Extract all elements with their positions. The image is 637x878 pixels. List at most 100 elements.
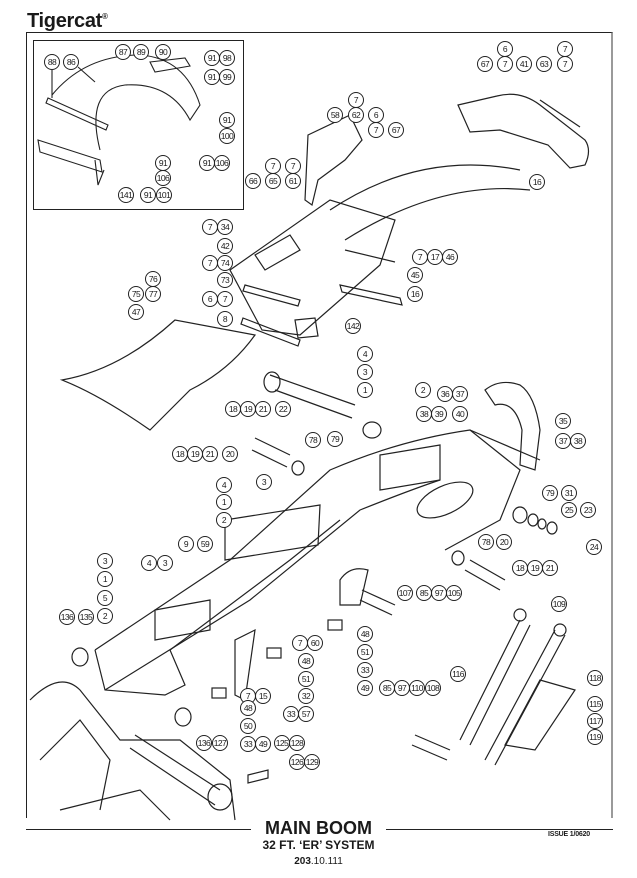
inset-callout[interactable]: 91: [204, 50, 220, 66]
part-callout[interactable]: 23: [580, 502, 596, 518]
part-callout[interactable]: 97: [394, 680, 410, 696]
part-callout[interactable]: 18: [225, 401, 241, 417]
part-callout[interactable]: 7: [292, 635, 308, 651]
part-callout[interactable]: 39: [431, 406, 447, 422]
inset-callout[interactable]: 87: [115, 44, 131, 60]
part-callout[interactable]: 8: [217, 311, 233, 327]
part-callout[interactable]: 5: [97, 590, 113, 606]
inset-callout[interactable]: 91: [199, 155, 215, 171]
part-callout[interactable]: 7: [265, 158, 281, 174]
part-callout[interactable]: 48: [357, 626, 373, 642]
inset-callout[interactable]: 88: [44, 54, 60, 70]
part-callout[interactable]: 37: [555, 433, 571, 449]
part-callout[interactable]: 63: [536, 56, 552, 72]
part-callout[interactable]: 128: [289, 735, 305, 751]
part-callout[interactable]: 59: [197, 536, 213, 552]
part-callout[interactable]: 16: [407, 286, 423, 302]
part-callout[interactable]: 62: [348, 107, 364, 123]
part-callout[interactable]: 1: [97, 571, 113, 587]
part-callout[interactable]: 116: [450, 666, 466, 682]
part-callout[interactable]: 38: [570, 433, 586, 449]
part-callout[interactable]: 7: [368, 122, 384, 138]
part-callout[interactable]: 3: [256, 474, 272, 490]
part-callout[interactable]: 76: [145, 271, 161, 287]
part-callout[interactable]: 21: [202, 446, 218, 462]
part-callout[interactable]: 78: [478, 534, 494, 550]
part-callout[interactable]: 21: [542, 560, 558, 576]
inset-callout[interactable]: 106: [214, 155, 230, 171]
part-callout[interactable]: 77: [145, 286, 161, 302]
part-callout[interactable]: 4: [357, 346, 373, 362]
part-callout[interactable]: 6: [202, 291, 218, 307]
part-callout[interactable]: 50: [240, 718, 256, 734]
inset-callout[interactable]: 91: [140, 187, 156, 203]
part-callout[interactable]: 109: [551, 596, 567, 612]
part-callout[interactable]: 118: [587, 670, 603, 686]
part-callout[interactable]: 31: [561, 485, 577, 501]
part-callout[interactable]: 105: [446, 585, 462, 601]
part-callout[interactable]: 48: [298, 653, 314, 669]
part-callout[interactable]: 49: [357, 680, 373, 696]
part-callout[interactable]: 61: [285, 173, 301, 189]
part-callout[interactable]: 7: [557, 56, 573, 72]
part-callout[interactable]: 19: [240, 401, 256, 417]
part-callout[interactable]: 119: [587, 729, 603, 745]
part-callout[interactable]: 7: [557, 41, 573, 57]
part-callout[interactable]: 7: [285, 158, 301, 174]
part-callout[interactable]: 110: [409, 680, 425, 696]
inset-callout[interactable]: 100: [219, 128, 235, 144]
part-callout[interactable]: 58: [327, 107, 343, 123]
part-callout[interactable]: 42: [217, 238, 233, 254]
inset-callout[interactable]: 99: [219, 69, 235, 85]
part-callout[interactable]: 7: [497, 56, 513, 72]
part-callout[interactable]: 34: [217, 219, 233, 235]
part-callout[interactable]: 67: [388, 122, 404, 138]
inset-callout[interactable]: 141: [118, 187, 134, 203]
part-callout[interactable]: 25: [561, 502, 577, 518]
part-callout[interactable]: 33: [240, 736, 256, 752]
inset-callout[interactable]: 98: [219, 50, 235, 66]
part-callout[interactable]: 60: [307, 635, 323, 651]
part-callout[interactable]: 117: [587, 713, 603, 729]
inset-callout[interactable]: 91: [219, 112, 235, 128]
part-callout[interactable]: 126: [289, 754, 305, 770]
part-callout[interactable]: 41: [516, 56, 532, 72]
part-callout[interactable]: 3: [357, 364, 373, 380]
part-callout[interactable]: 142: [345, 318, 361, 334]
part-callout[interactable]: 7: [348, 92, 364, 108]
part-callout[interactable]: 48: [240, 700, 256, 716]
part-callout[interactable]: 97: [431, 585, 447, 601]
part-callout[interactable]: 136: [59, 609, 75, 625]
part-callout[interactable]: 16: [529, 174, 545, 190]
part-callout[interactable]: 20: [222, 446, 238, 462]
part-callout[interactable]: 135: [78, 609, 94, 625]
part-callout[interactable]: 85: [416, 585, 432, 601]
part-callout[interactable]: 2: [216, 512, 232, 528]
part-callout[interactable]: 74: [217, 255, 233, 271]
part-callout[interactable]: 37: [452, 386, 468, 402]
part-callout[interactable]: 19: [527, 560, 543, 576]
inset-callout[interactable]: 91: [155, 155, 171, 171]
inset-callout[interactable]: 106: [155, 170, 171, 186]
part-callout[interactable]: 108: [425, 680, 441, 696]
inset-callout[interactable]: 86: [63, 54, 79, 70]
part-callout[interactable]: 33: [357, 662, 373, 678]
part-callout[interactable]: 32: [298, 688, 314, 704]
part-callout[interactable]: 19: [187, 446, 203, 462]
part-callout[interactable]: 7: [202, 255, 218, 271]
part-callout[interactable]: 75: [128, 286, 144, 302]
part-callout[interactable]: 7: [217, 291, 233, 307]
inset-callout[interactable]: 91: [204, 69, 220, 85]
part-callout[interactable]: 65: [265, 173, 281, 189]
part-callout[interactable]: 79: [327, 431, 343, 447]
part-callout[interactable]: 17: [427, 249, 443, 265]
part-callout[interactable]: 3: [157, 555, 173, 571]
part-callout[interactable]: 4: [141, 555, 157, 571]
part-callout[interactable]: 18: [172, 446, 188, 462]
part-callout[interactable]: 15: [255, 688, 271, 704]
part-callout[interactable]: 129: [304, 754, 320, 770]
part-callout[interactable]: 22: [275, 401, 291, 417]
part-callout[interactable]: 2: [415, 382, 431, 398]
part-callout[interactable]: 7: [412, 249, 428, 265]
part-callout[interactable]: 38: [416, 406, 432, 422]
